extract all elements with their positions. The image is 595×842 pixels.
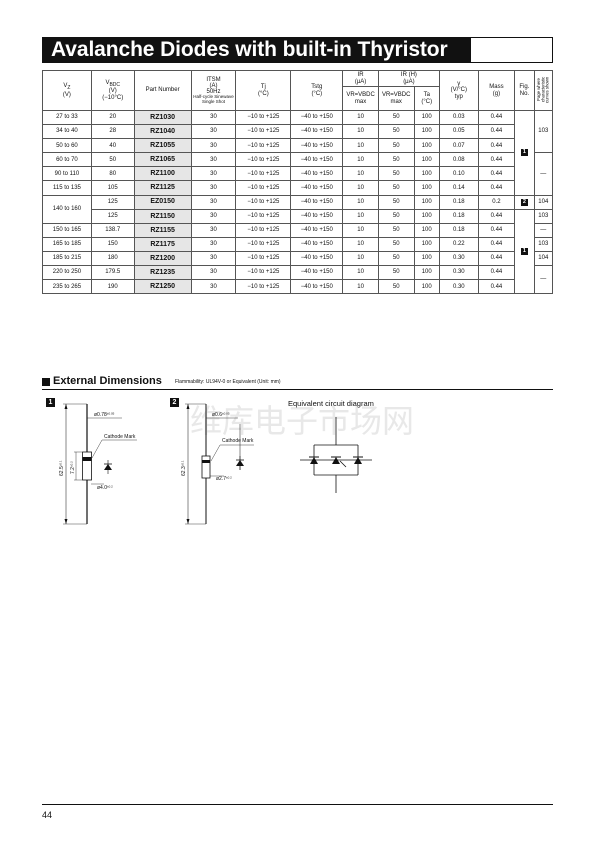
- fig-cell: 1: [514, 110, 535, 196]
- fig-2-label: 2: [170, 398, 179, 407]
- part-number: RZ1040: [133, 124, 192, 140]
- part-number: RZ1200: [133, 250, 192, 267]
- fig-cell: 1: [514, 208, 535, 295]
- fig-badge: 2: [520, 198, 528, 206]
- col-ir: IR(μA): [342, 70, 379, 87]
- svg-text:62.5±0.1: 62.5±0.1: [59, 460, 66, 476]
- part-number: RZ1125: [133, 180, 192, 196]
- part-number: RZ1250: [133, 279, 192, 295]
- fig-2-drawing: [185, 403, 254, 525]
- footer-rule: [42, 804, 553, 805]
- section-square-icon: [42, 378, 50, 386]
- part-number: RZ1155: [133, 222, 192, 238]
- part-number: EZ0150: [133, 194, 192, 210]
- fig-2-dimension-text: ø0.6±0.05 Cathode Mark ø2.7±0.2 62.3±0.1: [181, 412, 254, 483]
- page-cell: —: [533, 152, 554, 196]
- svg-text:Cathode Mark: Cathode Mark: [104, 434, 136, 440]
- fig-1-label: 1: [46, 398, 55, 407]
- page-cell: 103: [533, 208, 554, 224]
- page-cell: —: [533, 265, 554, 295]
- col-gamma: γ(V/°C)typ: [438, 70, 479, 111]
- col-fig: Fig.No.: [514, 70, 535, 111]
- svg-text:62.3±0.1: 62.3±0.1: [181, 460, 188, 476]
- svg-text:ø0.78±0.05: ø0.78±0.05: [94, 412, 115, 419]
- col-vz: VZ(V): [42, 70, 92, 111]
- col-mass: Mass(g): [477, 70, 516, 111]
- svg-text:ø0.6±0.05: ø0.6±0.05: [212, 412, 230, 419]
- col-vbdc: VBDC(V)(−10°C): [90, 70, 135, 111]
- col-ir-h: IR (H)(μA): [377, 70, 440, 87]
- part-number: RZ1175: [133, 236, 192, 252]
- col-tstg: Tstg(°C): [290, 70, 344, 111]
- page-cell: 103: [533, 109, 554, 154]
- svg-text:ø4.0±0.2: ø4.0±0.2: [97, 485, 113, 492]
- part-number: RZ1065: [133, 152, 192, 168]
- col-page: Page where characteristic curves shown: [533, 70, 554, 111]
- part-number: RZ1030: [133, 109, 192, 126]
- section-note: Flammability: UL94V-0 or Equivalent (Uni…: [175, 379, 281, 385]
- part-number: RZ1235: [133, 265, 192, 281]
- col-part-number: Part Number: [133, 70, 192, 111]
- page-cell: 104: [533, 250, 554, 267]
- equivalent-circuit-diagram: [300, 417, 372, 493]
- part-number: RZ1100: [133, 166, 192, 182]
- part-number: RZ1150: [133, 208, 192, 224]
- external-dimensions-heading: External Dimensions Flammability: UL94V-…: [42, 375, 553, 390]
- col-ta: Ta(°C): [413, 86, 440, 111]
- page-title: Avalanche Diodes with built-in Thyristor: [42, 37, 470, 63]
- svg-text:ø2.7±0.2: ø2.7±0.2: [216, 476, 232, 483]
- fig-1-dimension-text: ø0.78±0.05 Cathode Mark ø4.0±0.2 62.5±0.…: [59, 412, 136, 492]
- part-number: RZ1055: [133, 138, 192, 154]
- svg-text:Cathode Mark: Cathode Mark: [222, 438, 254, 444]
- fig-1-drawing: [63, 403, 137, 525]
- page-cell: —: [533, 222, 554, 238]
- svg-text:7.2±0.2: 7.2±0.2: [70, 461, 77, 474]
- spec-table: VZ(V) VBDC(V)(−10°C) Part Number ITSM(A)…: [42, 70, 554, 295]
- fig-badge: 1: [520, 149, 528, 157]
- fig-badge: 1: [520, 247, 528, 255]
- section-title: External Dimensions: [53, 375, 162, 387]
- page-cell: 104: [533, 194, 554, 210]
- col-tj: Tj(°C): [235, 70, 292, 111]
- page-cell: 103: [533, 236, 554, 252]
- fig-cell: 2: [514, 194, 535, 210]
- title-side-box: [470, 37, 553, 63]
- page-number: 44: [42, 810, 53, 820]
- equivalent-circuit-label: Equivalent circuit diagram: [288, 399, 374, 408]
